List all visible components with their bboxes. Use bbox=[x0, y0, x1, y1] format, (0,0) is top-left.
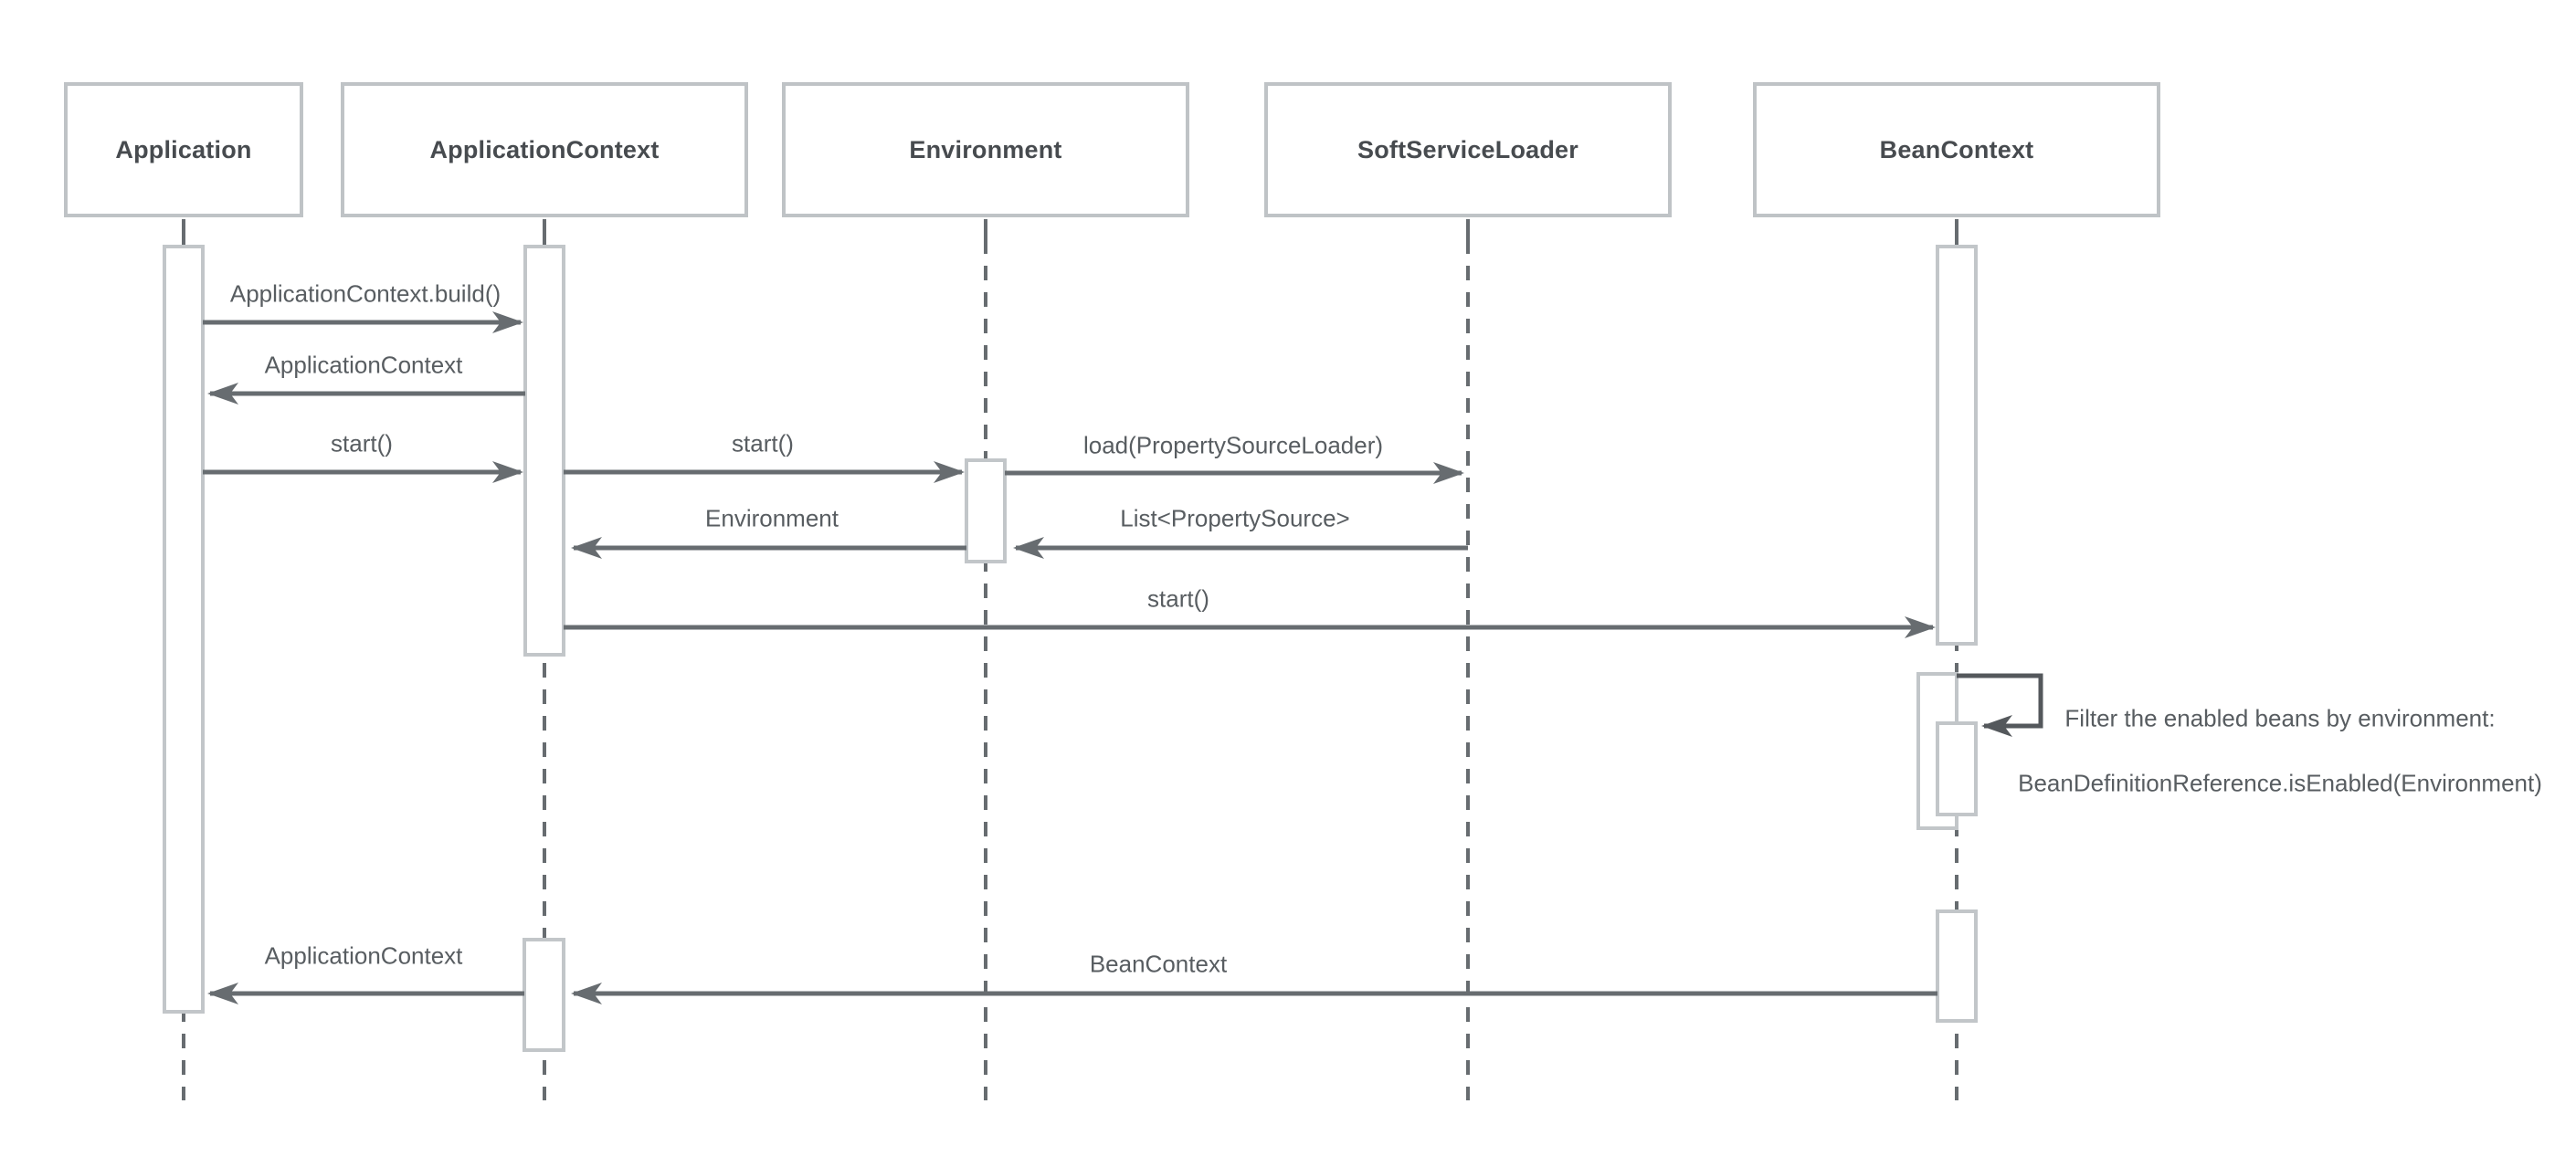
message-label-return-application-context-bottom: ApplicationContext bbox=[264, 941, 463, 970]
message-label-return-bean-context: BeanContext bbox=[1089, 950, 1228, 978]
activation-bean-context-bottom bbox=[1936, 909, 1978, 1023]
participant-application-context: ApplicationContext bbox=[341, 82, 748, 217]
participant-application: Application bbox=[64, 82, 303, 217]
message-label-load-property-source-loader: load(PropertySourceLoader) bbox=[1082, 431, 1384, 459]
participant-environment: Environment bbox=[782, 82, 1189, 217]
participant-bean-context: BeanContext bbox=[1753, 82, 2160, 217]
activation-application-context-bottom bbox=[523, 938, 565, 1052]
message-label-start-app-to-ac: start() bbox=[331, 429, 393, 457]
message-label-return-application-context: ApplicationContext bbox=[264, 351, 463, 379]
message-label-return-list-property-source: List<PropertySource> bbox=[1120, 504, 1350, 532]
message-label-start-ac-to-bean-context: start() bbox=[1147, 584, 1209, 613]
message-label-start-ac-to-env: start() bbox=[732, 429, 794, 457]
activation-bean-context-main bbox=[1936, 245, 1978, 646]
self-loop-arrow-bean-context bbox=[1957, 673, 2043, 737]
message-label-build: ApplicationContext.build() bbox=[229, 279, 501, 308]
activation-bean-context-self-nested bbox=[1936, 721, 1978, 816]
self-message-note-line-1: Filter the enabled beans by environment: bbox=[2064, 704, 2496, 732]
activation-application bbox=[163, 245, 205, 1014]
activation-application-context bbox=[523, 245, 565, 657]
activation-environment bbox=[965, 458, 1007, 563]
self-message-note-line-2: BeanDefinitionReference.isEnabled(Enviro… bbox=[2018, 769, 2542, 797]
message-label-return-environment: Environment bbox=[705, 504, 839, 532]
participant-soft-service-loader: SoftServiceLoader bbox=[1264, 82, 1672, 217]
